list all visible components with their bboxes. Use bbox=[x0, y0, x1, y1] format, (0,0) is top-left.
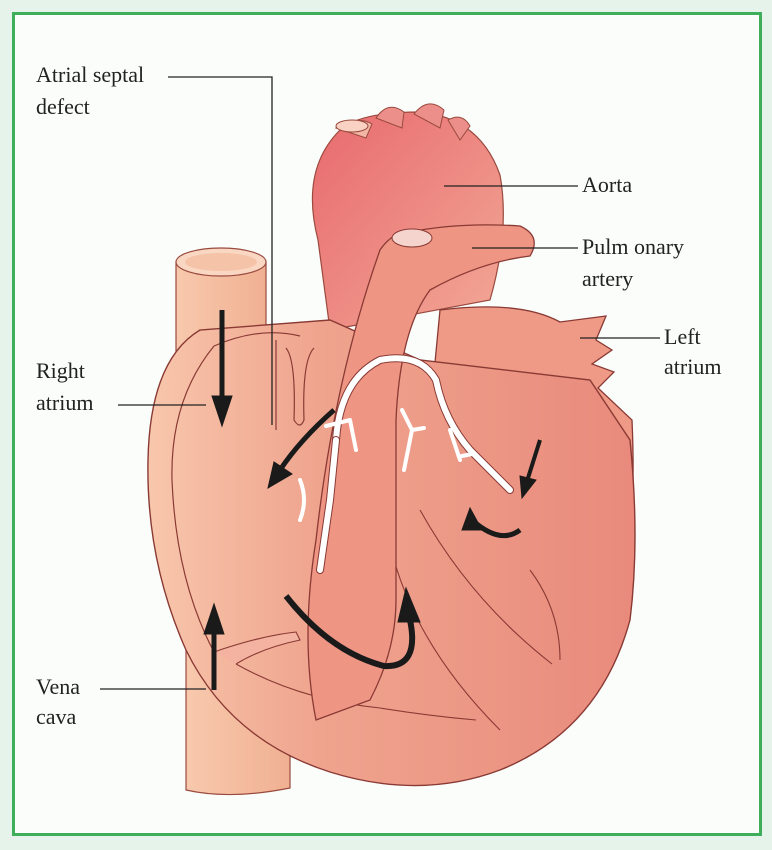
label-right-atrium-line1: Right bbox=[36, 358, 85, 383]
label-pulmonary-artery-line1: Pulm onary bbox=[582, 234, 685, 259]
label-right-atrium-line2: atrium bbox=[36, 390, 94, 415]
label-atrial-septal-defect-line2: defect bbox=[36, 94, 90, 119]
label-pulmonary-artery-line2: artery bbox=[582, 266, 634, 291]
label-aorta: Aorta bbox=[582, 172, 633, 197]
label-vena-cava-line1: Vena bbox=[36, 674, 80, 699]
white-vessel-lines bbox=[298, 354, 514, 574]
blood-flow-arrows bbox=[203, 310, 542, 690]
pulmonary-artery-vessel bbox=[307, 224, 535, 721]
label-atrial-septal-defect-line1: Atrial septal bbox=[36, 62, 145, 87]
label-left-atrium-line2: atrium bbox=[664, 354, 722, 379]
label-left-atrium-line1: Left bbox=[664, 324, 701, 349]
leader-lines bbox=[100, 76, 660, 690]
label-vena-cava-line2: cava bbox=[36, 704, 77, 729]
